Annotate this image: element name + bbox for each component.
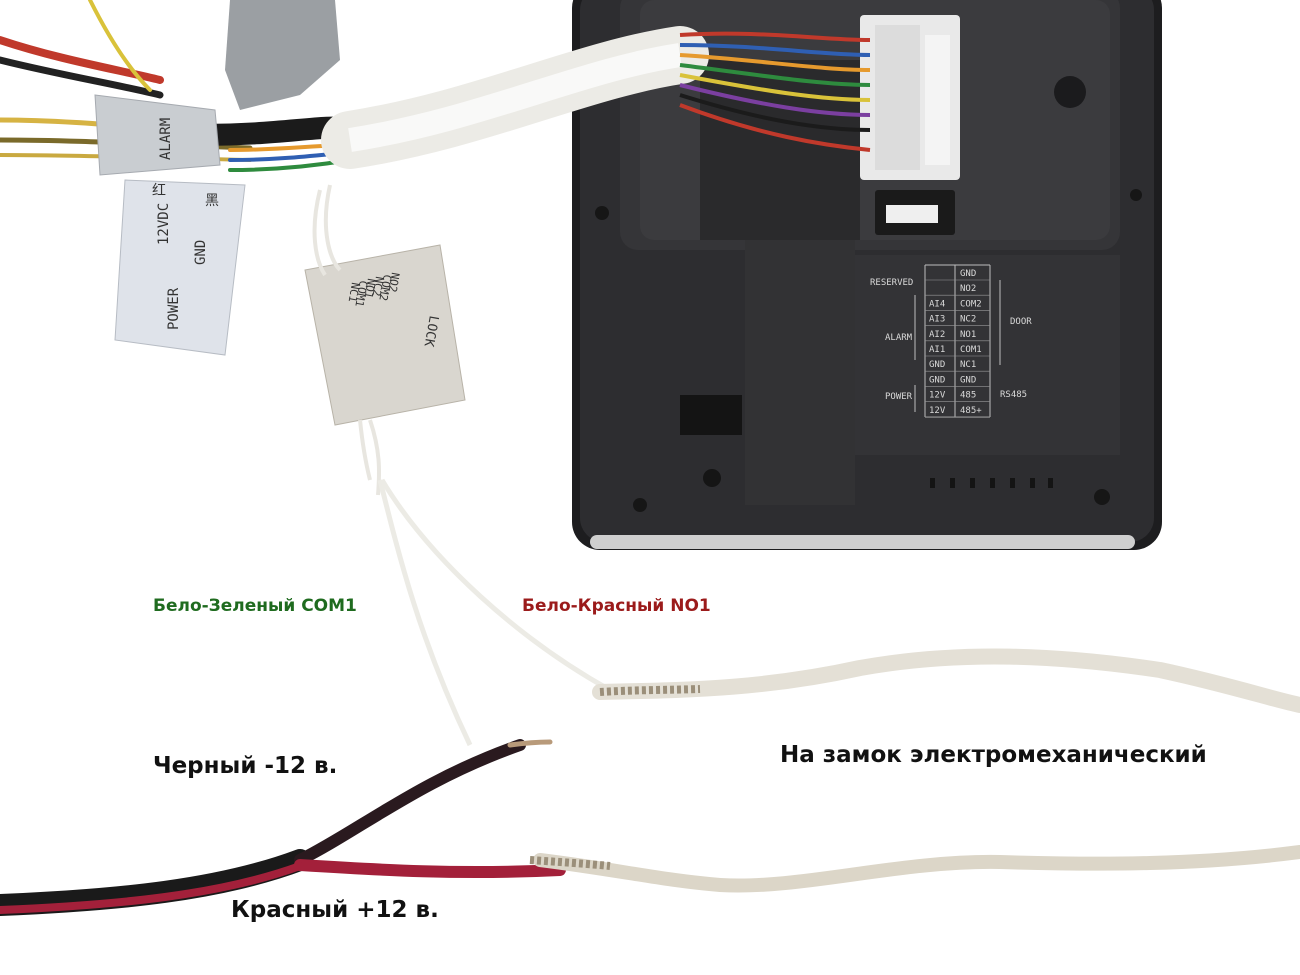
lock-tag-text: LOCK	[421, 314, 441, 348]
com1-lead	[377, 479, 473, 747]
pinout-silkscreen: RESERVED ALARM POWER DOOR RS485 GND NO2AI…	[870, 264, 1032, 418]
vent-slots	[930, 478, 1053, 488]
board-alarm-label: ALARM	[885, 333, 913, 343]
pin-row-left-2: AI4	[929, 299, 945, 309]
lock-pin-label-0: NO2	[386, 271, 402, 293]
pin-row-right-9: 485+	[960, 406, 982, 416]
caption-black: Черный -12 в.	[153, 753, 337, 779]
pin-row-right-0: GND	[960, 269, 976, 279]
access-control-device	[572, 0, 1162, 550]
black-cn-text: 黑	[205, 193, 219, 209]
pin-row-right-8: 485	[960, 391, 976, 401]
pin-row-left-9: 12V	[929, 406, 946, 416]
pin-row-left-5: AI1	[929, 345, 945, 355]
pin-row-left-3: AI3	[929, 315, 945, 325]
pin-row-left-4: AI2	[929, 330, 945, 340]
pin-row-right-5: COM1	[960, 345, 982, 355]
caption-lock: На замок электромеханический	[780, 742, 1207, 768]
board-door-label: DOOR	[1010, 317, 1032, 327]
pin-row-right-1: NO2	[960, 284, 976, 294]
board-power-label: POWER	[885, 392, 913, 402]
ribbon-connector	[860, 15, 960, 180]
lock-pin-label-1: COM2	[376, 273, 393, 301]
colored-leads	[679, 31, 871, 152]
pin-row-left-7: GND	[929, 375, 945, 385]
alarm-tape	[94, 94, 221, 176]
lock-leads	[312, 184, 382, 496]
red-cn-text: 红	[152, 183, 166, 199]
pin-row-right-3: NC2	[960, 315, 976, 325]
no1-lead	[379, 478, 612, 693]
pin-row-right-6: NC1	[960, 360, 976, 370]
gnd-tag-text: GND	[193, 240, 209, 265]
pin-row-right-2: COM2	[960, 299, 982, 309]
lock-pin-label-2: NC2	[370, 275, 386, 297]
power-tag-text: POWER	[166, 287, 182, 330]
pin-row-left-6: GND	[929, 360, 945, 370]
caption-com1: Бело-Зеленый COM1	[153, 596, 357, 616]
lock-tag	[304, 244, 466, 426]
pin-row-right-4: NO1	[960, 330, 976, 340]
board-reserved-label: RESERVED	[870, 278, 913, 288]
lock-cable-top	[592, 648, 1300, 713]
lock-pin-label-3: NO1	[362, 277, 378, 299]
lock-cable-bottom-twist	[529, 856, 611, 870]
power-tag	[114, 179, 246, 356]
lock-cable-twist	[599, 685, 701, 696]
sheath-cable	[321, 26, 709, 169]
lock-pin-label-5: NC1	[346, 281, 362, 303]
vdc-tag-text: 12VDC	[156, 203, 172, 245]
power-cable	[0, 739, 566, 916]
alarm-tag-text: ALARM	[158, 118, 174, 160]
lock-pin-label-4: COM1	[352, 279, 369, 307]
tag-lettering: ALARM POWER 12VDC GND 红 黑 LOCK NO2COM2NC…	[152, 118, 441, 348]
lock-cable-bottom	[533, 845, 1300, 893]
pin-row-left-8: 12V	[929, 391, 946, 401]
pin-row-right-7: GND	[960, 375, 976, 385]
board-rs485-label: RS485	[1000, 390, 1027, 400]
caption-no1: Бело-Красный NO1	[522, 596, 711, 616]
small-connector	[875, 190, 955, 235]
caption-red: Красный +12 в.	[231, 897, 439, 923]
gray-ribbon	[225, 0, 340, 110]
